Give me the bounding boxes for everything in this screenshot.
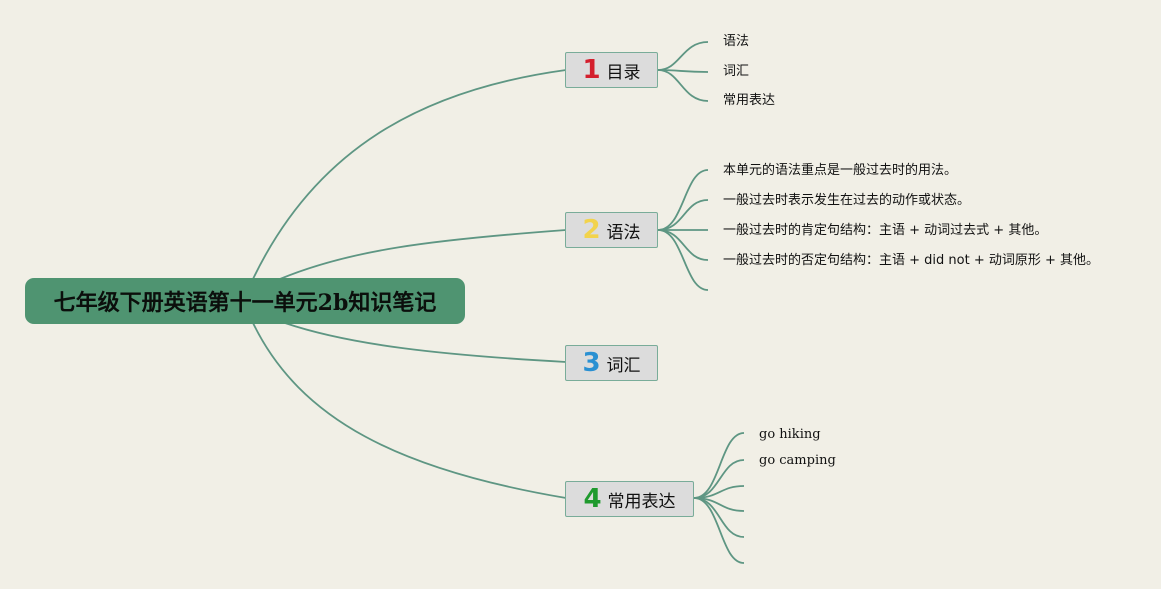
branch-label: 常用表达 bbox=[607, 491, 676, 512]
connector-branch-2-child-2 bbox=[657, 199, 709, 231]
connector-branch-1-child-1 bbox=[657, 41, 709, 71]
connector-branch-4-child-1 bbox=[693, 432, 745, 499]
connector-root-branch-4 bbox=[252, 322, 567, 499]
connector-root-branch-3 bbox=[284, 322, 567, 363]
leaf-topic[interactable]: 一般过去时的肯定句结构：主语 + 动词过去式 + 其他。 bbox=[723, 223, 1048, 238]
connector-branch-1-child-3 bbox=[657, 69, 709, 102]
leaf-topic[interactable]: 一般过去时表示发生在过去的动作或状态。 bbox=[723, 193, 971, 208]
branch-number: 4 bbox=[583, 484, 602, 514]
root-topic[interactable]: 七年级下册英语第十一单元2b知识笔记 bbox=[25, 278, 465, 324]
leaf-topic[interactable]: 本单元的语法重点是一般过去时的用法。 bbox=[723, 163, 958, 178]
branch-label: 语法 bbox=[606, 222, 641, 243]
connector-branch-2-child-4 bbox=[657, 229, 709, 261]
branch-number: 1 bbox=[582, 55, 601, 85]
branch-topic-common-expressions[interactable]: 4 常用表达 bbox=[565, 481, 694, 517]
leaf-topic[interactable]: 词汇 bbox=[723, 64, 750, 79]
leaf-topic[interactable]: 常用表达 bbox=[723, 93, 776, 108]
branch-topic-contents[interactable]: 1 目录 bbox=[565, 52, 658, 88]
connector-branch-2-child-1 bbox=[657, 169, 709, 231]
root-topic-title: 七年级下册英语第十一单元2b知识笔记 bbox=[53, 290, 437, 316]
connector-branch-2-child-5 bbox=[657, 229, 709, 291]
leaf-topic[interactable]: go hiking bbox=[759, 427, 821, 442]
branch-label: 词汇 bbox=[606, 355, 641, 376]
branch-label: 目录 bbox=[606, 62, 641, 83]
connector-root-branch-1 bbox=[252, 69, 567, 280]
leaf-topic[interactable]: go camping bbox=[759, 453, 836, 468]
leaf-topic[interactable]: 语法 bbox=[723, 34, 750, 49]
connector-branch-4-child-6 bbox=[693, 497, 745, 564]
leaf-topic[interactable]: 一般过去时的否定句结构：主语 + did not + 动词原形 + 其他。 bbox=[723, 253, 1100, 268]
branch-topic-grammar[interactable]: 2 语法 bbox=[565, 212, 658, 248]
branch-number: 2 bbox=[582, 215, 601, 245]
branch-number: 3 bbox=[582, 348, 601, 378]
connector-root-branch-2 bbox=[279, 229, 567, 280]
branch-topic-vocabulary[interactable]: 3 词汇 bbox=[565, 345, 658, 381]
